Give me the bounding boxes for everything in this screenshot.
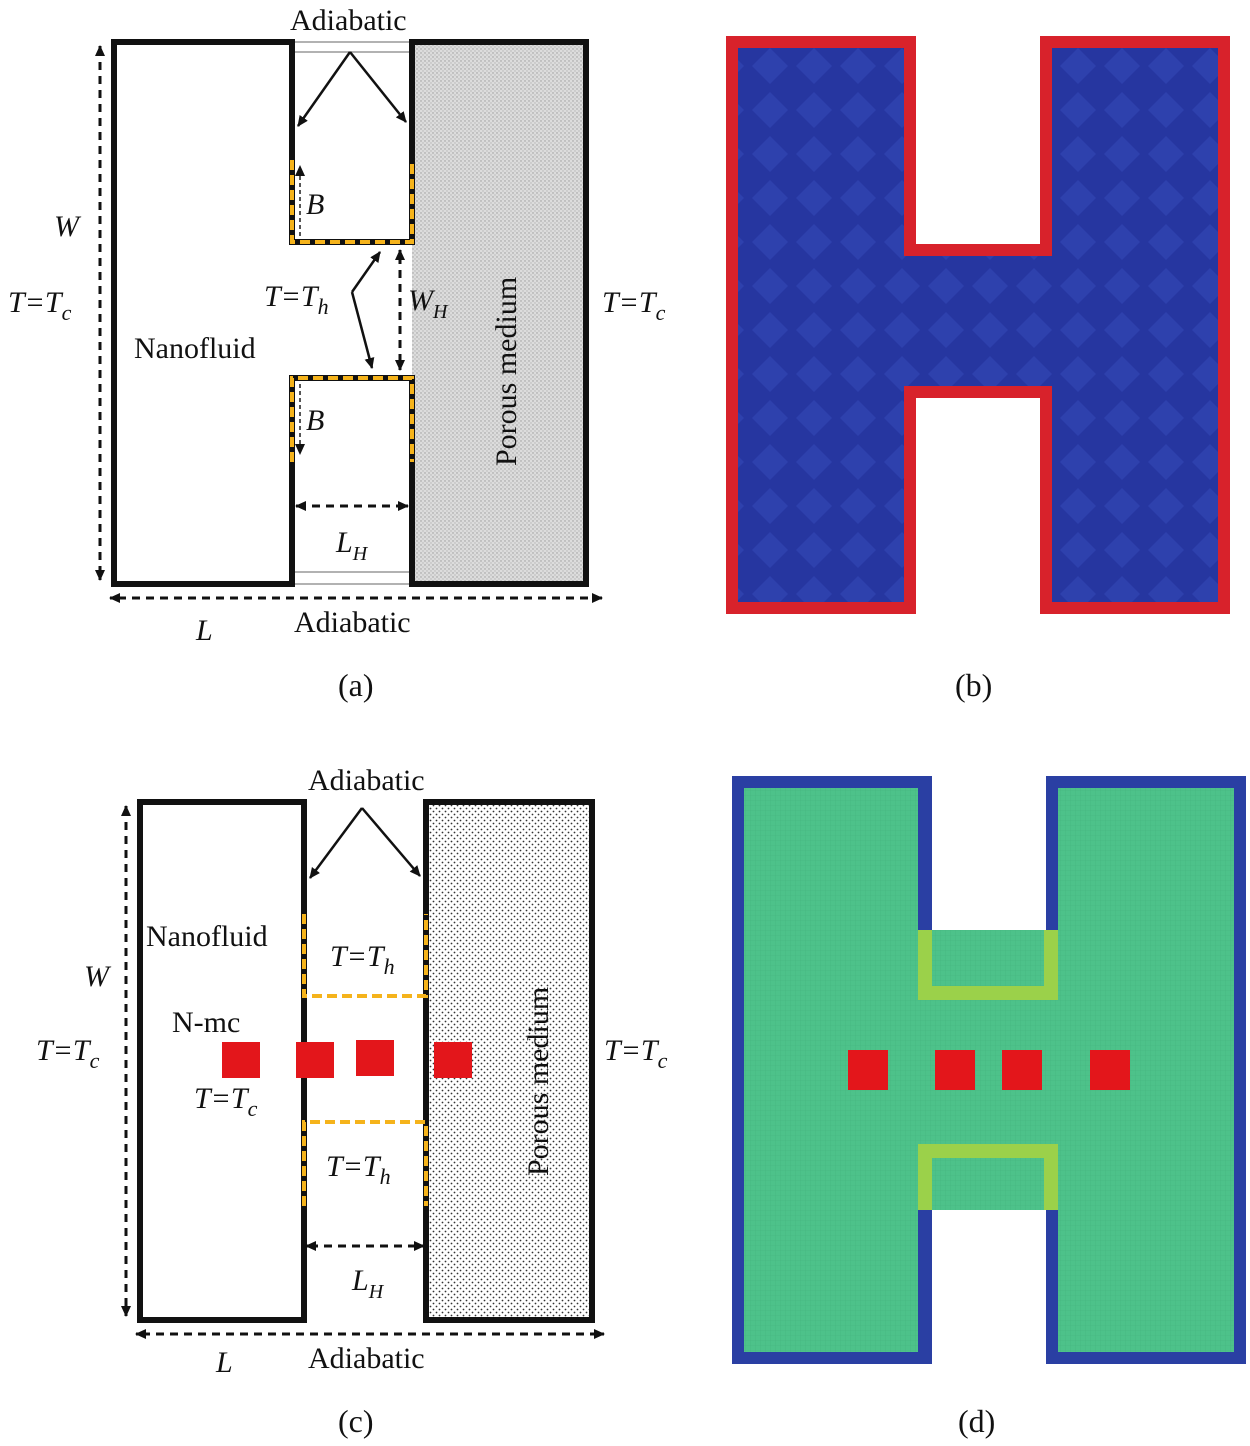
label-porous-c: Porous medium <box>522 987 555 1176</box>
label-tc-right-c: T=Tc <box>604 1034 668 1073</box>
heated-wall-lower-d <box>918 1144 1058 1210</box>
mesh-interior-d <box>744 788 1234 1352</box>
label-nanofluid-c: Nanofluid <box>146 920 268 953</box>
porous-region-a <box>412 42 586 584</box>
label-b-lower-a: B <box>306 404 324 437</box>
block-4-d <box>1090 1050 1130 1090</box>
label-porous-a: Porous medium <box>490 277 523 466</box>
block-3-d <box>1002 1050 1042 1090</box>
block-4-c <box>434 1042 472 1078</box>
caption-b: (b) <box>955 667 992 703</box>
heated-wall-lower-c <box>302 1120 428 1206</box>
label-l-c: L <box>215 1346 233 1379</box>
block-2-d <box>935 1050 975 1090</box>
label-l-a: L <box>195 614 213 647</box>
caption-a: (a) <box>338 667 374 703</box>
label-th-upper-c: T=Th <box>330 940 395 979</box>
label-adiabatic-top-a: Adiabatic <box>290 4 407 37</box>
heated-wall-lower-a <box>290 376 414 462</box>
panel-b: (b) <box>726 36 1230 703</box>
label-tc-left-c: T=Tc <box>36 1034 100 1073</box>
label-adiabatic-bottom-c: Adiabatic <box>308 1342 425 1375</box>
caption-d: (d) <box>958 1403 995 1439</box>
block-1-d <box>848 1050 888 1090</box>
block-2-c <box>296 1042 334 1078</box>
label-adiabatic-bottom-a: Adiabatic <box>294 606 411 639</box>
heated-wall-upper-d <box>918 930 1058 1000</box>
label-w-a: W <box>54 210 82 243</box>
label-nmc-c: N-mc <box>172 1006 240 1039</box>
panel-a: Adiabatic Adiabatic Nanofluid Porous med… <box>8 4 666 703</box>
label-w-c: W <box>84 960 112 993</box>
heated-wall-upper-a <box>290 160 414 244</box>
label-nanofluid-a: Nanofluid <box>134 332 256 365</box>
block-1-c <box>222 1042 260 1078</box>
label-th-lower-c: T=Th <box>326 1150 391 1189</box>
label-adiabatic-top-c: Adiabatic <box>308 764 425 797</box>
heated-wall-upper-c <box>302 914 428 998</box>
panel-c: Adiabatic Adiabatic Nanofluid N-mc Porou… <box>36 764 668 1439</box>
block-3-c <box>356 1040 394 1076</box>
panel-d: (d) <box>732 776 1246 1439</box>
caption-c: (c) <box>338 1403 374 1439</box>
mesh-interior-b <box>738 48 1218 602</box>
label-lh-c: LH <box>351 1264 385 1303</box>
label-tc-right-a: T=Tc <box>602 286 666 325</box>
label-b-upper-a: B <box>306 188 324 221</box>
label-lh-a: LH <box>335 526 369 565</box>
label-th-a: T=Th <box>264 280 329 319</box>
label-tc-block-c: T=Tc <box>194 1082 258 1121</box>
label-tc-left-a: T=Tc <box>8 286 72 325</box>
label-wh-a: WH <box>408 284 449 323</box>
